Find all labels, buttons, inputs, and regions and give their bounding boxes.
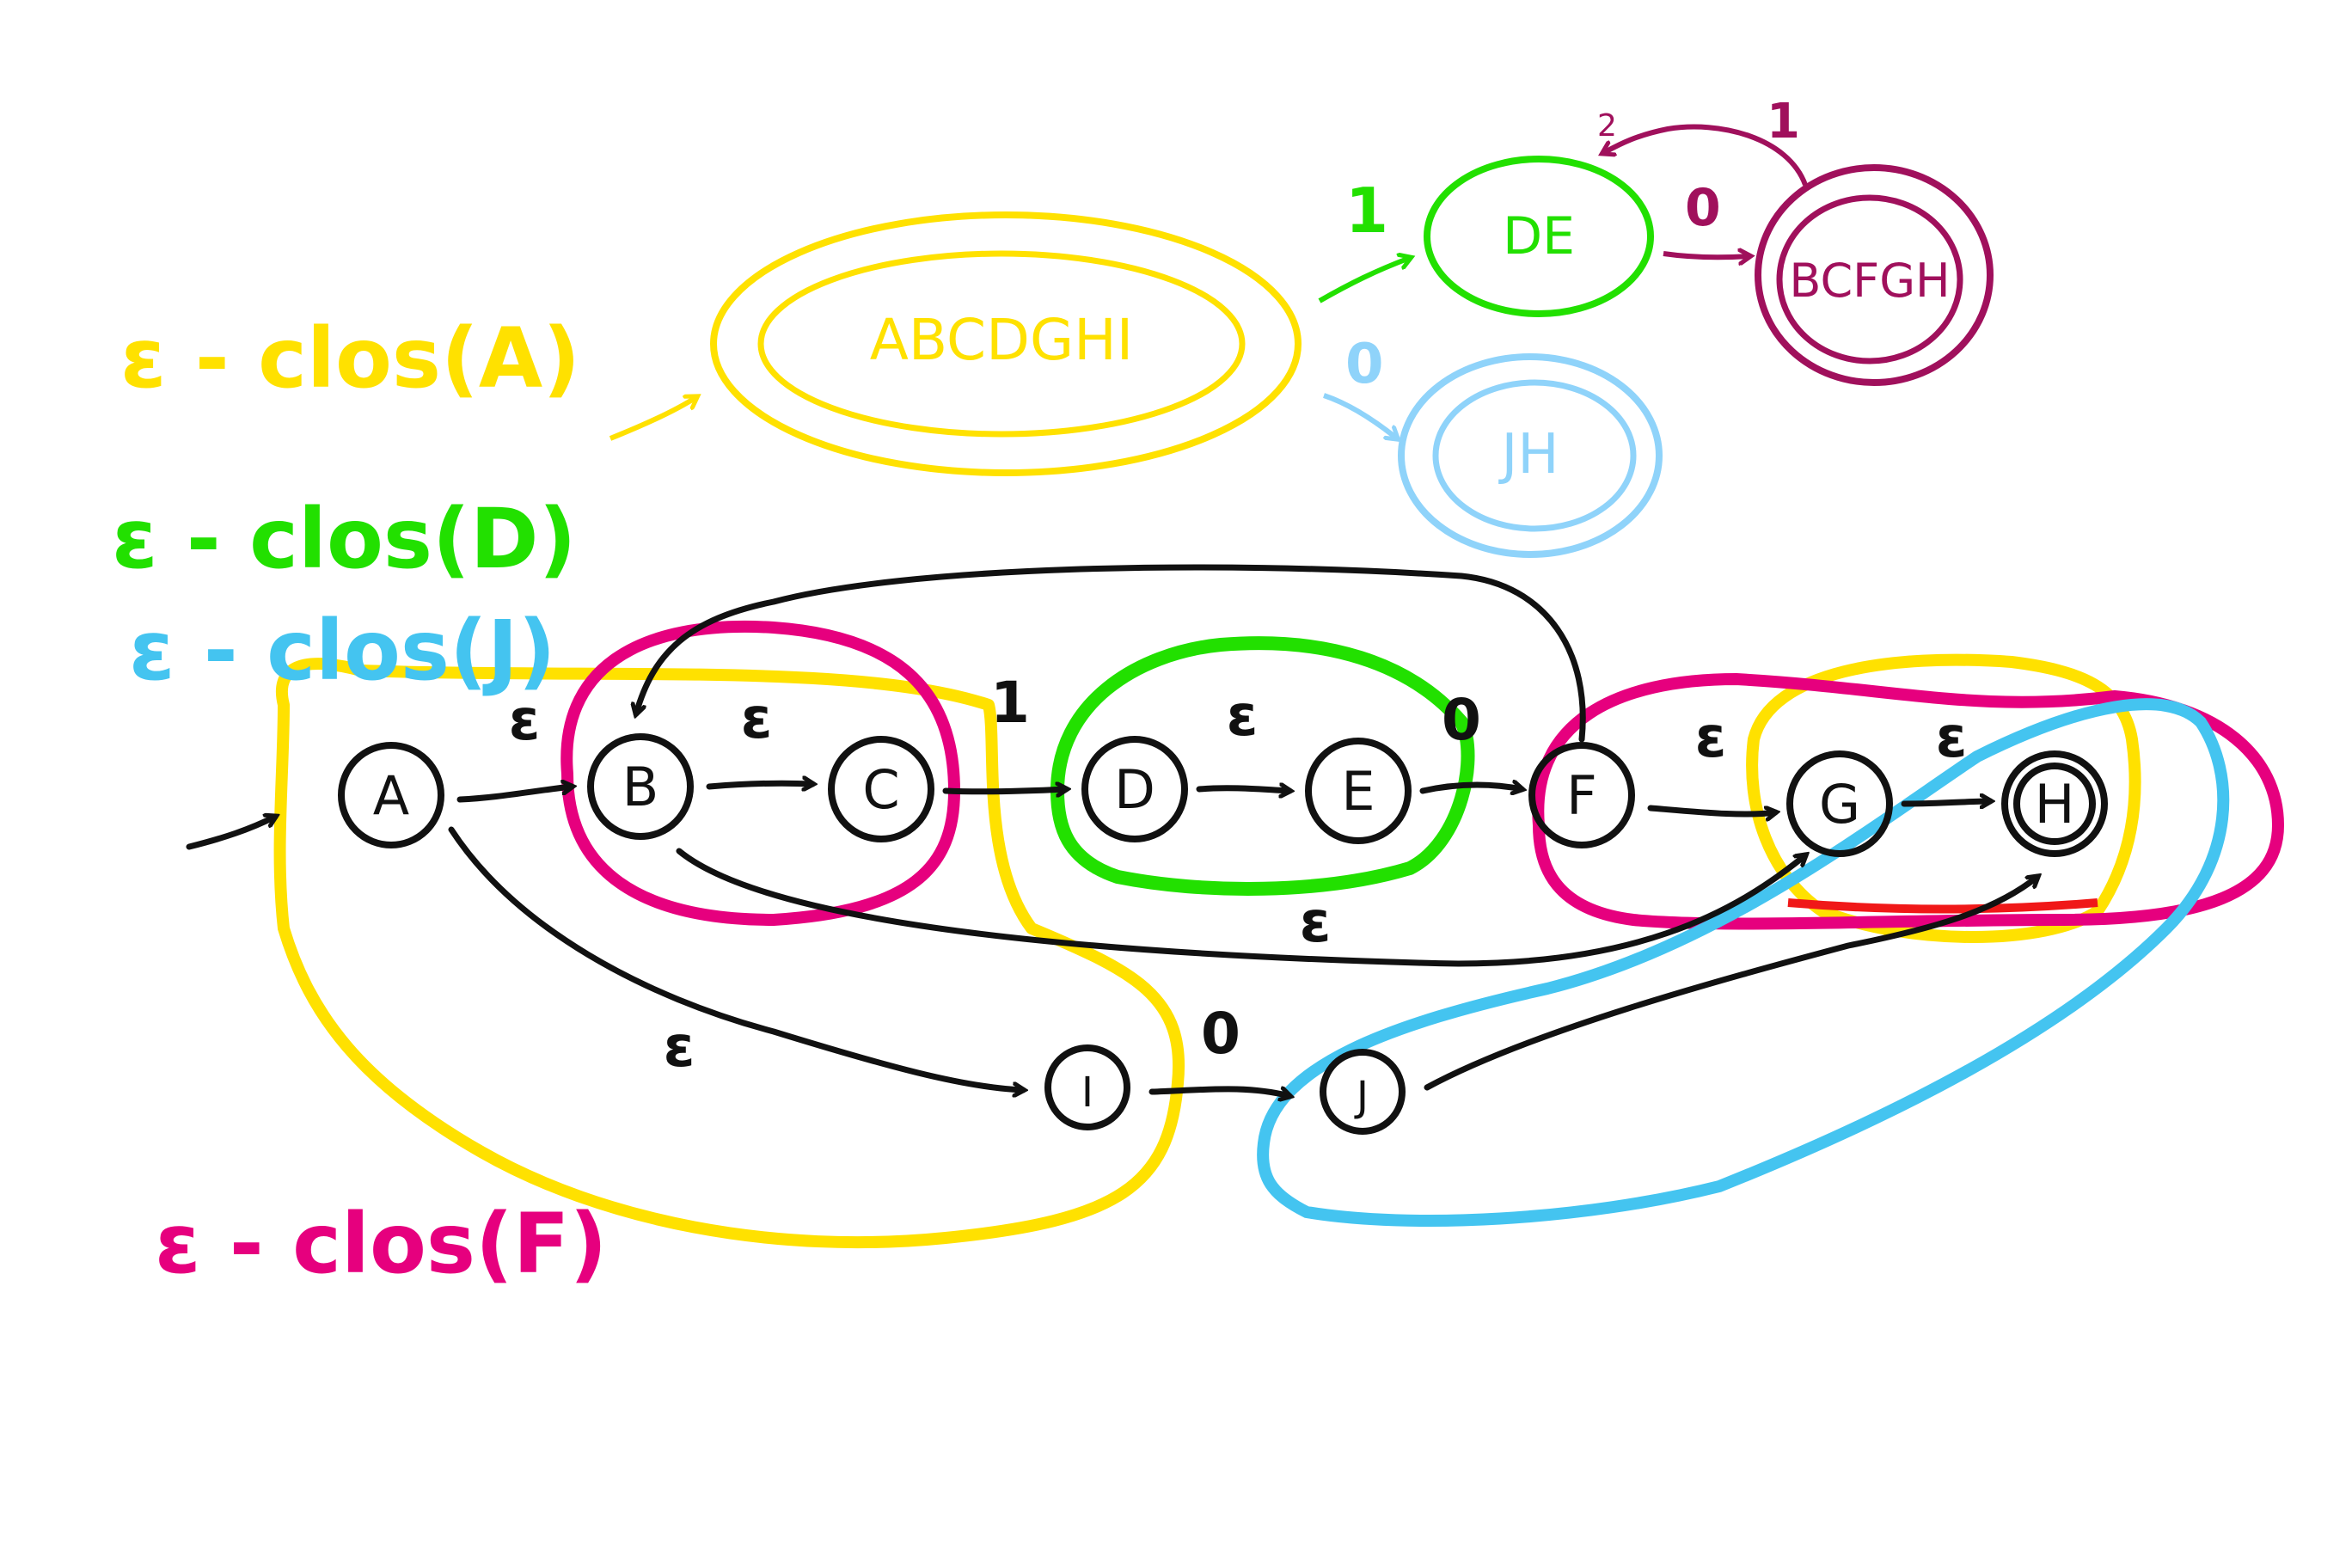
dfa-state-abcdghi-label: ABCDGHI xyxy=(870,307,1133,373)
nfa-state-f xyxy=(1528,742,1635,848)
dfa-state-de xyxy=(1424,156,1654,317)
nfa-edge-symbol-b-g: ε xyxy=(1300,889,1332,955)
closure-label-j: ε - clos(J) xyxy=(129,603,556,699)
nfa-edge-symbol-a-b: ε xyxy=(509,687,541,753)
nfa-edge-f-b xyxy=(636,564,1586,743)
nfa-edge-symbol-d-e: ε xyxy=(1227,683,1259,749)
nfa-edge-e-f xyxy=(1419,785,1522,791)
nfa-state-label-f: F xyxy=(1566,764,1597,827)
nfa-edge-b-g xyxy=(676,848,1805,967)
red-underline xyxy=(1787,898,2098,914)
nfa-edge-a-i xyxy=(448,826,1023,1090)
dfa-state-bcfgh-outer xyxy=(1755,164,1994,386)
nfa-state-d xyxy=(1081,736,1188,842)
nfa-edge-j-h xyxy=(1424,877,2037,1091)
dfa-state-bcfgh-inner xyxy=(1776,194,1963,364)
nfa-state-label-c: C xyxy=(862,758,899,821)
nfa-state-label-g: G xyxy=(1819,773,1860,836)
nfa-state-j xyxy=(1320,1049,1406,1135)
dfa-small-mark: 2 xyxy=(1597,108,1617,144)
nfa-state-label-j: J xyxy=(1354,1073,1369,1121)
nfa-edge-symbol-i-j: 0 xyxy=(1201,1001,1240,1067)
dfa-state-abcdghi-outer xyxy=(710,211,1302,476)
nfa-edge-symbol-f-g: ε xyxy=(1695,704,1727,770)
nfa-state-b xyxy=(587,733,694,840)
nfa-state-label-b: B xyxy=(622,756,659,818)
nfa-state-g xyxy=(1786,750,1893,857)
closure-a-outline xyxy=(273,658,1185,1249)
closure-label-a: ε - clos(A) xyxy=(120,310,580,407)
nfa-edge-a-b xyxy=(456,787,572,803)
nfa-edge-symbol-e-f: 0 xyxy=(1442,687,1481,753)
nfa-state-e xyxy=(1305,738,1412,844)
dfa-state-jh-inner xyxy=(1432,379,1637,532)
nfa-edge-symbol-g-h: ε xyxy=(1936,704,1968,770)
dfa-edge-de-bcfgh-symbol: 0 xyxy=(1685,178,1721,238)
nfa-state-label-d: D xyxy=(1114,758,1155,821)
nfa-nodes: A B C D E F G H I J xyxy=(338,733,2108,1135)
dfa-state-abcdghi-inner xyxy=(757,250,1246,438)
nfa-state-label-a: A xyxy=(373,764,409,827)
dfa-state-jh-label: JH xyxy=(1498,423,1559,487)
closure-to-dfa-arrow xyxy=(609,397,696,441)
closure-d-outline xyxy=(1050,636,1475,896)
dfa-edge-abcdghi-de xyxy=(1318,258,1410,303)
dfa-edge-abcdghi-de-symbol: 1 xyxy=(1345,175,1388,247)
dfa-edge-abcdghi-jh-symbol: 0 xyxy=(1345,333,1384,396)
dfa-edge-abcdghi-jh xyxy=(1323,393,1397,438)
nfa-edge-symbol-b-c: ε xyxy=(741,685,773,751)
closure-j-outline xyxy=(1257,698,2230,1227)
nfa-edge-symbol-c-d: 1 xyxy=(990,670,1030,736)
nfa-state-label-i: I xyxy=(1081,1069,1093,1117)
nfa-edge-d-e xyxy=(1196,788,1289,791)
dfa-state-bcfgh-label: BCFGH xyxy=(1789,254,1950,308)
nfa-edge-symbol-a-i: ε xyxy=(664,1014,695,1080)
nfa-edge-c-d xyxy=(942,789,1066,792)
nfa-state-label-e: E xyxy=(1341,760,1375,823)
nfa-state-c xyxy=(828,736,934,842)
dfa-edge-de-bcfgh xyxy=(1663,254,1749,257)
nfa-edge-g-h xyxy=(1901,801,1990,804)
nfa-state-h xyxy=(2001,750,2108,857)
dfa-state-jh-outer xyxy=(1398,353,1663,558)
dfa-state-de-label: DE xyxy=(1503,206,1575,266)
closure-label-d: ε - clos(D) xyxy=(112,491,576,587)
nfa-state-a xyxy=(338,742,444,848)
nfa-edge-b-c xyxy=(706,783,812,787)
closure-label-f: ε - clos(F) xyxy=(155,1196,607,1292)
dfa-graph: ABCDGHI DE JH BCFGH 1 0 0 1 2 xyxy=(609,94,1994,558)
nfa-state-i xyxy=(1044,1044,1130,1130)
nfa-state-label-h: H xyxy=(2035,773,2075,836)
nfa-edge-i-j xyxy=(1148,1089,1289,1096)
dfa-edge-bcfgh-de-symbol: 1 xyxy=(1767,94,1800,150)
nfa-state-h-accept-ring xyxy=(2013,763,2096,845)
dfa-edge-bcfgh-de xyxy=(1603,124,1808,187)
nfa-edge-f-g xyxy=(1647,805,1775,814)
nfa-edge-start-a xyxy=(186,817,275,850)
